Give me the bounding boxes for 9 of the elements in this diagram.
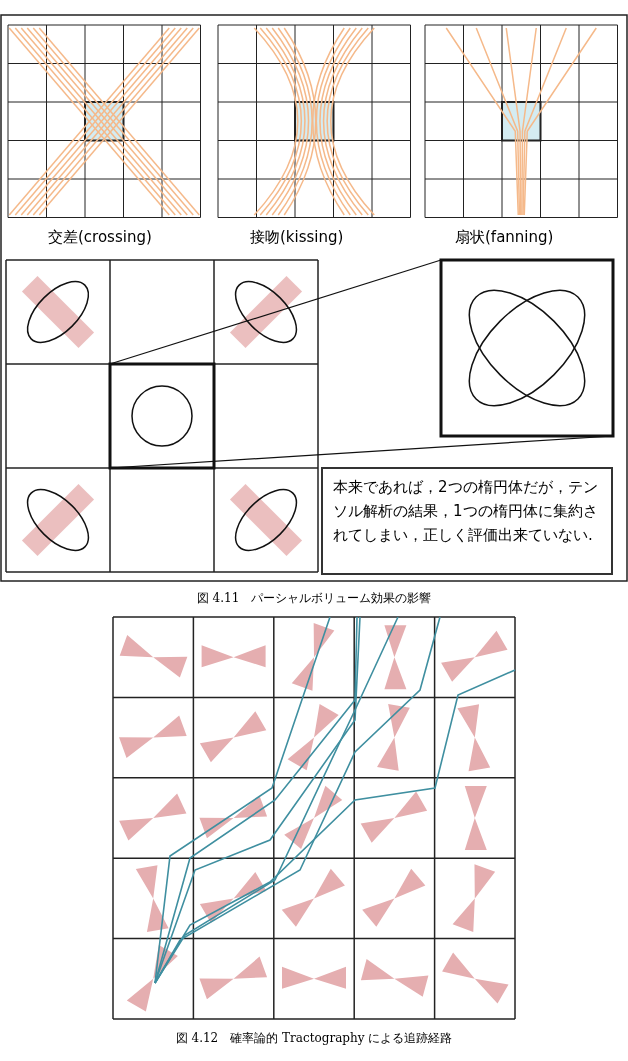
figure-caption: 図 4.11 パーシャルボリューム効果の影響: [196, 590, 432, 607]
figure-caption: 図 4.12 確率論的 Tractography による追跡経路: [175, 1030, 453, 1047]
zoom-box: [439, 258, 615, 438]
zoom-line: [109, 259, 442, 365]
figure-label: 扇状(fanning): [455, 228, 554, 247]
figure-label: 交差(crossing): [48, 228, 152, 247]
figure-label: 接吻(kissing): [250, 228, 344, 247]
note-box: 本来であれば，2つの楕円体だが，テンソル解析の結果，1つの楕円体に集約されてしまい，正しく評価出来ていない.: [321, 467, 613, 575]
voxel-box: [108, 362, 216, 470]
